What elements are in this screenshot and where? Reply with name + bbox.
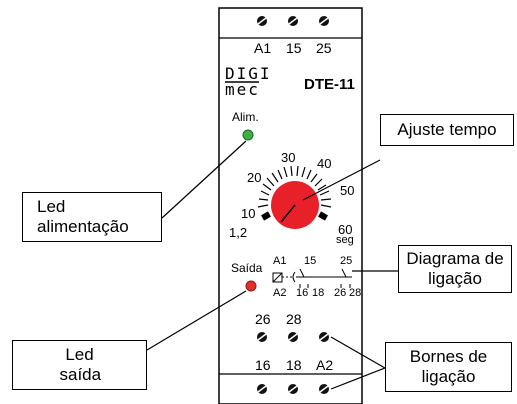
dial-unit: seg	[336, 234, 354, 246]
terminal-label-18: 18	[286, 357, 302, 373]
screw-icon-top-1	[257, 16, 267, 26]
dial-pointer	[280, 204, 296, 223]
terminal-label-15: 15	[286, 40, 302, 56]
diagram-a1: A1	[273, 255, 287, 267]
callout-time-adjust: Ajuste tempo	[380, 114, 514, 146]
screw-icon-mid-1	[257, 332, 267, 342]
led-power	[242, 129, 254, 141]
wiring-diagram-symbol	[272, 268, 352, 288]
screw-icon-bottom-2	[288, 384, 298, 394]
dial-scale-40: 40	[317, 156, 332, 171]
screw-icon-mid-3	[319, 332, 329, 342]
dial-scale-50: 50	[340, 183, 355, 198]
terminal-label-28: 28	[286, 311, 302, 327]
terminal-label-a1: A1	[254, 40, 272, 56]
terminal-label-16: 16	[255, 357, 271, 373]
screw-icon-mid-2	[288, 332, 298, 342]
callout-wiring-diagram: Diagrama de ligação	[398, 245, 512, 293]
screw-icon-bottom-3	[319, 384, 329, 394]
callout-led-output-text: Led saída	[59, 345, 102, 384]
dial-max-marker	[318, 211, 328, 221]
screw-icon-bottom-1	[257, 384, 267, 394]
leader-terminals-mid	[330, 336, 386, 369]
screw-icon-top-3	[319, 16, 329, 26]
model-label: DTE-11	[304, 76, 355, 93]
callout-led-power-text: Led alimentação	[37, 197, 129, 236]
led-output	[245, 280, 257, 292]
diagram-25: 25	[340, 255, 353, 267]
terminal-label-26: 26	[255, 311, 271, 327]
dial-ticks	[257, 165, 332, 208]
led-output-label: Saída	[231, 261, 263, 275]
dial-scale-30: 30	[281, 150, 296, 165]
callout-terminals: Bornes de ligação	[385, 342, 512, 392]
screw-icon-top-2	[288, 16, 298, 26]
callout-wiring-diagram-text: Diagrama de ligação	[406, 249, 504, 288]
terminal-label-a2: A2	[316, 357, 334, 373]
diagram-18: 18	[312, 287, 325, 299]
leader-led-output	[146, 290, 247, 351]
dial-scale-60: 60	[338, 222, 353, 237]
dial-scale-10: 10	[241, 206, 256, 221]
diagram-15: 15	[304, 255, 317, 267]
dial-scale-1-2: 1,2	[229, 225, 248, 240]
diagram-a2: A2	[273, 287, 287, 299]
brand-top: DIGI	[225, 64, 272, 83]
leader-time-adjust	[302, 159, 381, 201]
brand-bottom: mec	[225, 80, 260, 99]
callout-led-power: Led alimentação	[22, 192, 162, 242]
callout-terminals-text: Bornes de ligação	[409, 347, 488, 386]
callout-led-output: Led saída	[12, 340, 147, 390]
dial-min-marker	[261, 211, 271, 221]
diagram-28: 28	[349, 287, 362, 299]
leader-led-power	[161, 140, 247, 219]
diagram-16: 16	[296, 287, 309, 299]
dial-scale-20: 20	[247, 170, 262, 185]
leader-terminals-bottom	[330, 367, 386, 390]
terminal-label-25: 25	[316, 40, 332, 56]
diagram-26: 26	[334, 287, 347, 299]
led-power-label: Alim.	[232, 110, 259, 124]
leader-lines	[146, 140, 398, 390]
callout-time-adjust-text: Ajuste tempo	[397, 120, 497, 139]
